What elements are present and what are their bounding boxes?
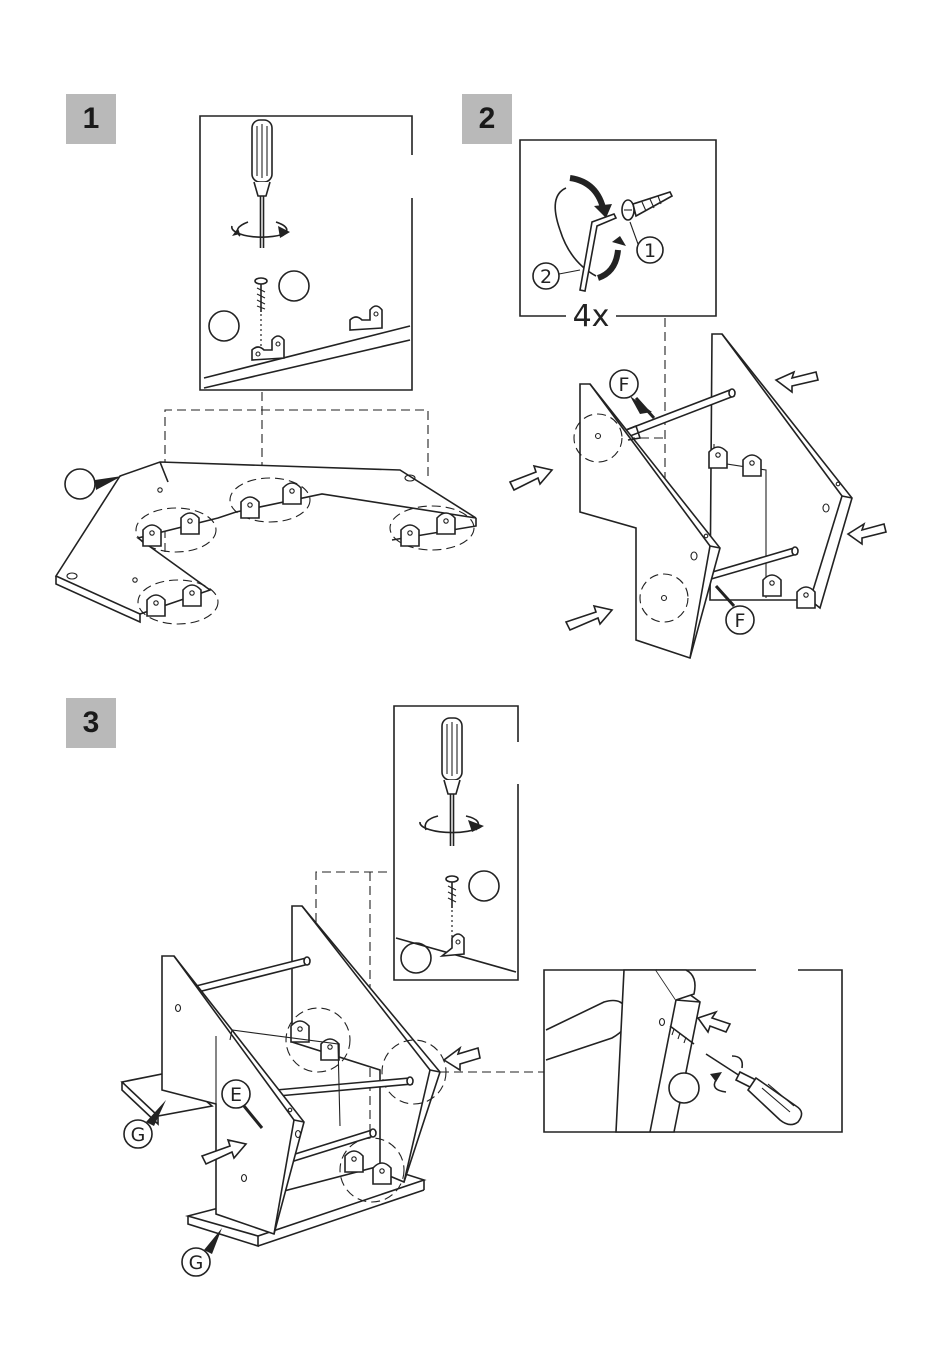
callout-2-label: 2 [540,266,552,288]
screwdriver-icon [442,718,462,846]
push-arrow-icon [444,1048,480,1070]
bracket-callout-circle [209,311,239,341]
screw-callout-circle [669,1073,699,1103]
screwdriver-icon [252,120,272,248]
part-e-label: E [230,1084,242,1106]
push-arrow-icon [510,466,552,490]
push-arrow-icon [848,524,886,544]
allen-key-icon [580,214,616,291]
step-3-detail-inset [544,970,842,1132]
part-g-top-callout: G [124,1100,166,1148]
screw-icon [446,876,458,908]
push-arrow-icon [566,606,612,630]
push-arrow-icon [776,372,818,392]
step-1-shelf-panel [56,462,476,624]
part-g-top-label: G [131,1124,146,1146]
bracket-callout-circle [401,943,431,973]
part-f-top-callout: F [610,370,654,418]
bolt-icon [622,192,672,220]
part-g-bottom-label: G [189,1252,204,1274]
screw-icon [255,278,267,312]
step-3-screw-inset [394,706,518,980]
part-f-top-label: F [619,374,630,396]
screwdriver-icon [706,1054,802,1125]
quantity-label: 4x [573,299,610,334]
part-f-bottom-label: F [735,610,746,632]
callout-1-label: 1 [644,240,656,262]
screw-callout-circle [279,271,309,301]
screw-callout-circle [469,871,499,901]
push-arrow-icon [698,1012,730,1032]
step-2-inset: 4x 1 2 [520,140,716,334]
part-callout-circle [65,469,95,499]
part-g-bottom-callout: G [182,1228,222,1276]
step-1-inset [200,116,412,390]
